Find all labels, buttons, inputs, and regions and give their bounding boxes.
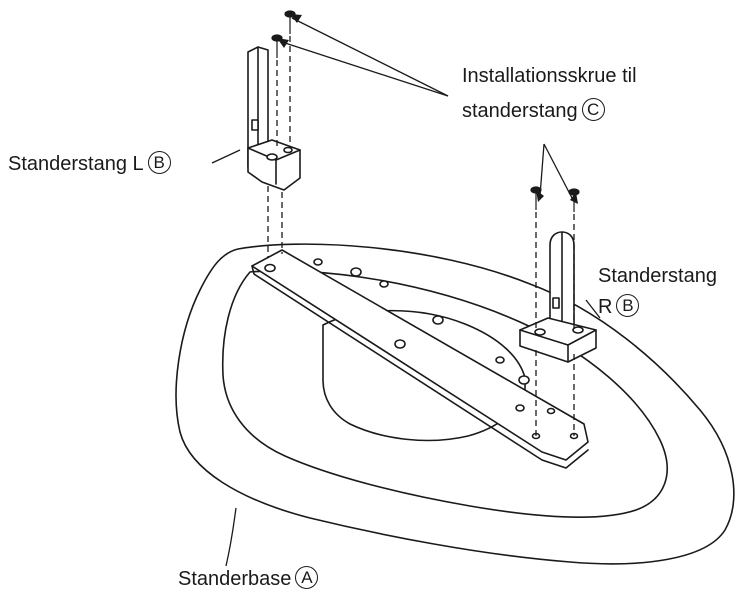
- mounting-plate: [251, 249, 589, 461]
- left-pole: [247, 46, 301, 191]
- callout-b-right: B: [616, 294, 640, 318]
- screw-2: [271, 34, 283, 58]
- right-pole: [519, 231, 597, 363]
- mounting-plate-edge: [251, 265, 589, 469]
- callout-b-left: B: [147, 151, 171, 175]
- leader-lines: [211, 17, 601, 567]
- plate-bolts: [264, 258, 579, 440]
- pole-right-line1: Standerstang: [598, 265, 717, 287]
- alignment-lines: [267, 36, 575, 436]
- screw-label-line1: Installationsskrue til: [462, 65, 637, 87]
- arrowheads: [277, 14, 578, 204]
- screw-label-line2: standerstang: [462, 100, 578, 122]
- callout-a: A: [295, 566, 319, 590]
- base-label-text: Standerbase: [178, 568, 292, 590]
- pole-right-line2: R: [598, 296, 613, 318]
- callout-c: C: [581, 98, 605, 122]
- pole-left-text: Standerstang L: [8, 153, 144, 175]
